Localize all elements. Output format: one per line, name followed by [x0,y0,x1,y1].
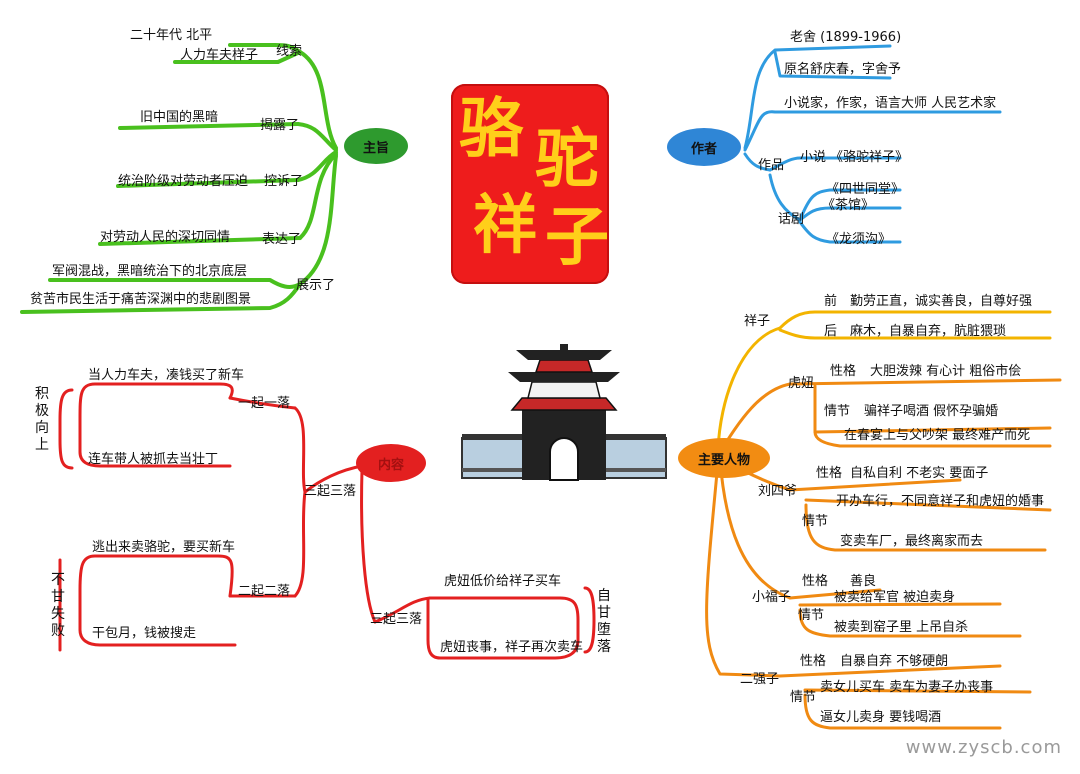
novel-title: 《骆驼祥子》 [830,150,909,165]
theme-item: 人力车夫样子 [180,48,259,63]
author-node: 作者 [667,128,741,166]
trait-label: 性格 [816,466,843,481]
author-branch-lines [743,44,1002,244]
trait-label: 性格 [802,574,829,589]
plot-item: 逃出来卖骆驼，要买新车 [92,540,236,555]
theme-branch-label: 揭露了 [260,118,300,133]
plot-item: 虎妞丧事，祥子再次卖车 [440,640,584,655]
plot-item: 当人力车夫，凑钱买了新车 [88,368,245,383]
character-name: 祥子 [744,314,771,329]
drama-title: 《茶馆》 [822,198,875,213]
plot-branch-lines [58,382,596,660]
plot-label: 情节 [802,514,829,529]
erqiangzi-plot: 卖女儿买车 卖车为妻子办丧事 [820,680,994,695]
theme-item: 二十年代 北平 [130,28,213,43]
xiangzi-before: 勤劳正直，诚实善良，自尊好强 [850,294,1033,309]
author-name: 老舍 (1899-1966) [790,30,902,45]
title-char-2: 驼 [535,122,599,197]
author-detail: 原名舒庆春，字舍予 [784,62,902,77]
drama-label: 话剧 [778,212,805,227]
plot-label: 情节 [798,608,825,623]
theme-item: 贫苦市民生活于痛苦深渊中的悲剧图景 [30,292,252,307]
plot-side-label: 积极向上 [35,386,49,453]
trait-label: 性格 [830,364,857,379]
after-label: 后 [824,324,838,339]
liusiye-traits: 自私自利 不老实 要面子 [850,466,989,481]
city-gate-illustration [461,344,667,481]
theme-item: 统治阶级对劳动者压迫 [118,174,249,189]
theme-item: 旧中国的黑暗 [140,110,219,125]
xiangzi-after: 麻木，自暴自弃，肮脏猥琐 [850,324,1007,339]
title-char-1: 骆 [459,92,523,167]
plot-part-label: 二起二落 [238,584,291,599]
huniu-plot: 在春宴上与父吵架 最终难产而死 [844,428,1031,443]
erqiangzi-plot: 逼女儿卖身 要钱喝酒 [820,710,942,725]
plot-part-label: 三起三落 [370,612,423,627]
characters-node: 主要人物 [678,438,770,478]
liusiye-plot: 开办车行，不同意祥子和虎妞的婚事 [836,494,1045,509]
theme-branch-lines [20,43,338,314]
theme-node: 主旨 [344,128,408,164]
character-name: 小福子 [752,590,792,605]
theme-branch-label: 控诉了 [264,174,304,189]
theme-branch-label: 表达了 [262,232,302,247]
theme-item: 对劳动人民的深切同情 [100,230,231,245]
erqiangzi-traits: 自暴自弃 不够硬朗 [840,654,949,669]
character-name: 二强子 [740,672,780,687]
characters-branch-lines-yellow [716,310,1052,452]
theme-item: 军阀混战，黑暗统治下的北京底层 [52,264,248,279]
title-char-4: 子 [545,200,609,275]
drama-title: 《龙须沟》 [826,232,892,247]
drama-title: 《四世同堂》 [826,182,905,197]
book-title-banner: 骆 驼 祥 子 [451,84,609,284]
plot-node: 内容 [356,444,426,482]
xiaofuzi-plot: 被卖到窑子里 上吊自杀 [834,620,969,635]
works-label: 作品 [758,158,785,173]
huniu-traits: 大胆泼辣 有心计 粗俗市侩 [870,364,1022,379]
plot-item: 连车带人被抓去当壮丁 [88,452,219,467]
plot-label: 情节 [824,404,851,419]
plot-joint-label: 三起三落 [304,484,357,499]
plot-side-label: 不甘失败 [51,572,65,639]
novel-label: 小说 [800,150,827,165]
xiaofuzi-plot: 被卖给军官 被迫卖身 [834,590,956,605]
theme-branch-label: 展示了 [296,278,336,293]
theme-branch-label: 线索 [276,44,303,59]
trait-label: 性格 [800,654,827,669]
plot-part-label: 一起一落 [238,396,291,411]
liusiye-plot: 变卖车厂，最终离家而去 [840,534,984,549]
character-name: 刘四爷 [758,484,798,499]
huniu-plot: 骗祥子喝酒 假怀孕骗婚 [864,404,999,419]
before-label: 前 [824,294,838,309]
xiaofuzi-traits: 善良 [850,574,877,589]
plot-item: 虎妞低价给祥子买车 [444,574,562,589]
watermark: www.zyscb.com [905,737,1062,758]
author-detail: 小说家，作家，语言大师 人民艺术家 [784,96,997,111]
plot-label: 情节 [790,690,817,705]
title-char-3: 祥 [473,188,537,263]
plot-side-label: 自甘堕落 [597,588,611,655]
plot-item: 干包月，钱被搜走 [92,626,197,641]
characters-branch-lines-orange [705,378,1062,730]
character-name: 虎妞 [788,376,815,391]
